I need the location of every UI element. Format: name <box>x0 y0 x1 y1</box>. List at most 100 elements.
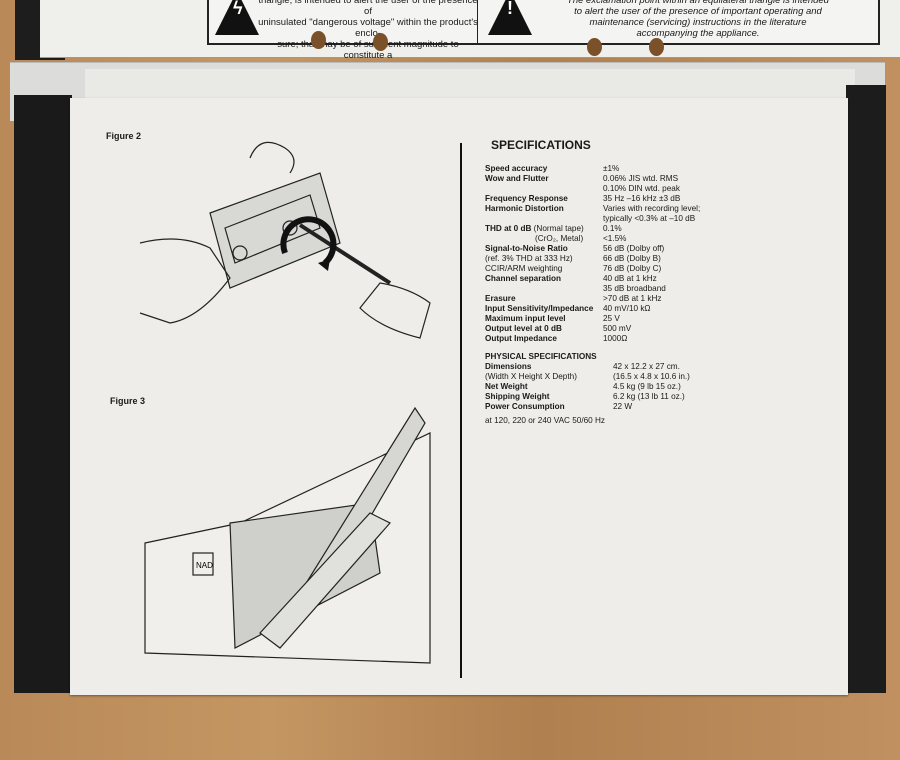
spec-row: Output level at 0 dB 500 mV <box>485 324 785 334</box>
figure-3-label: Figure 3 <box>110 396 146 406</box>
spec-label: Wow and Flutter <box>485 174 549 183</box>
spec-label: CCIR/ARM weighting <box>485 264 563 273</box>
spec-value: 6.2 kg (13 lb 11 oz.) <box>613 392 685 401</box>
spec-label <box>485 184 603 194</box>
warning-line: to alert the user of the presence of imp… <box>574 6 822 17</box>
spec-label-main: THD at 0 dB <box>485 224 532 233</box>
spec-label-note: (Normal tape) <box>531 224 584 233</box>
spec-label: Speed accuracy <box>485 164 548 173</box>
spec-label: THD at 0 dB (Normal tape) <box>485 224 603 234</box>
spec-value: >70 dB at 1 kHz <box>603 294 662 303</box>
spec-row: Maximum input level 25 V <box>485 314 785 324</box>
spec-value: 35 Hz –16 kHz ±3 dB <box>603 194 681 203</box>
spec-value: 22 W <box>613 402 633 411</box>
spec-value: 0.10% DIN wtd. peak <box>603 184 680 193</box>
spec-label: Power Consumption <box>485 402 565 411</box>
spec-label: Dimensions <box>485 362 532 371</box>
spec-label: Input Sensitivity/Impedance <box>485 304 594 313</box>
spec-row: Shipping Weight 6.2 kg (13 lb 11 oz.) <box>485 392 785 402</box>
spec-value: 35 dB broadband <box>603 284 666 293</box>
spec-label: Output level at 0 dB <box>485 324 562 333</box>
spec-value: 0.1% <box>603 224 622 233</box>
spec-label: Harmonic Distortion <box>485 204 564 213</box>
spec-value: (16.5 x 4.8 x 10.6 in.) <box>613 372 690 381</box>
specifications-title: SPECIFICATIONS <box>491 138 591 152</box>
spec-value: 76 dB (Dolby C) <box>603 264 662 273</box>
spec-row: Harmonic Distortion Varies with recording… <box>485 204 785 214</box>
spec-label: (CrO₂, Metal) <box>535 234 584 243</box>
spec-row: Erasure >70 dB at 1 kHz <box>485 294 785 304</box>
spec-label: Channel separation <box>485 274 561 283</box>
spec-row: Output Impedance 1000Ω <box>485 334 785 344</box>
spec-label: Output Impedance <box>485 334 557 343</box>
spec-label: Shipping Weight <box>485 392 550 401</box>
spec-row: (ref. 3% THD at 333 Hz) 66 dB (Dolby B) <box>485 254 785 264</box>
spec-row: 35 dB broadband <box>485 284 785 294</box>
warning-line: maintenance (servicing) instructions in … <box>589 17 807 28</box>
spec-row: Power Consumption 22 W <box>485 402 785 412</box>
spec-value: ±1% <box>603 164 620 173</box>
figure-2-cassette-rewind-illustration <box>139 141 431 339</box>
binder-band-right <box>846 85 886 693</box>
spec-value: 40 mV/10 kΩ <box>603 304 651 313</box>
physical-specifications-title: PHYSICAL SPECIFICATIONS <box>485 352 597 361</box>
spec-value: <1.5% <box>603 234 627 243</box>
electric-shock-warning: ϟ triangle, is intended to alert the use… <box>207 0 481 72</box>
warning-line: accompanying the appliance. <box>636 28 760 39</box>
figure-3-cassette-insert-illustration: NAD <box>144 406 431 664</box>
binder-hole <box>311 31 326 49</box>
warning-line: triangle, is intended to alert the user … <box>258 0 478 17</box>
spec-row: typically <0.3% at –10 dB <box>485 214 785 224</box>
spec-label: (Width X Height X Depth) <box>485 372 577 381</box>
spec-value: 42 x 12.2 x 27 cm. <box>613 362 680 371</box>
column-divider <box>460 143 462 678</box>
warning-line: The exclamation point within an equilate… <box>567 0 829 6</box>
spec-row: Dimensions 42 x 12.2 x 27 cm. <box>485 362 785 372</box>
spec-label: Erasure <box>485 294 516 303</box>
spec-row: Wow and Flutter 0.06% JIS wtd. RMS <box>485 174 785 184</box>
spec-value: typically <0.3% at –10 dB <box>603 214 696 223</box>
warning-text-right: The exclamation point within an equilate… <box>538 0 858 39</box>
maintenance-warning: ! The exclamation point within an equila… <box>477 0 880 45</box>
power-footnote: at 120, 220 or 240 VAC 50/60 Hz <box>485 416 606 425</box>
spec-row: Input Sensitivity/Impedance 40 mV/10 kΩ <box>485 304 785 314</box>
spec-value: 4.5 kg (9 lb 15 oz.) <box>613 382 681 391</box>
binder-hole <box>649 38 664 56</box>
spec-row: Speed accuracy ±1% <box>485 164 785 174</box>
binder-band-left <box>14 95 72 693</box>
spec-row: (Width X Height X Depth) (16.5 x 4.8 x 10… <box>485 372 785 382</box>
spec-row: CCIR/ARM weighting 76 dB (Dolby C) <box>485 264 785 274</box>
spec-value: Varies with recording level; <box>603 204 701 213</box>
manual-page: Figure 2 Figure 3 NAD SPECIFICATIONS Spe… <box>70 98 848 695</box>
binder-hole <box>587 38 602 56</box>
spec-value: 1000Ω <box>603 334 628 343</box>
binder-hole <box>373 33 388 51</box>
specifications-section: SPECIFICATIONS Speed accuracy±1%Wow and … <box>485 138 785 426</box>
spec-row: 0.10% DIN wtd. peak <box>485 184 785 194</box>
figure-2-label: Figure 2 <box>106 131 142 141</box>
spec-label: (ref. 3% THD at 333 Hz) <box>485 254 573 263</box>
spec-label: Maximum input level <box>485 314 566 323</box>
spec-value: 0.06% JIS wtd. RMS <box>603 174 679 183</box>
spec-value: 66 dB (Dolby B) <box>603 254 661 263</box>
spec-value: 40 dB at 1 kHz <box>603 274 657 283</box>
spec-label <box>485 214 603 224</box>
warning-sheet: ϟ triangle, is intended to alert the use… <box>40 0 900 72</box>
spec-row: Channel separation 40 dB at 1 kHz <box>485 274 785 284</box>
spec-label: Frequency Response <box>485 194 568 203</box>
spec-row: (CrO₂, Metal) <1.5% <box>485 234 785 244</box>
lightning-warning-icon: ϟ <box>215 0 259 35</box>
nad-logo: NAD <box>196 561 213 570</box>
spec-value: 25 V <box>603 314 620 323</box>
spec-row: Frequency Response 35 Hz –16 kHz ±3 dB <box>485 194 785 204</box>
warning-line: sure; that may be of sufficient magnitud… <box>277 39 459 61</box>
spec-label: Signal-to-Noise Ratio <box>485 244 568 253</box>
spec-row: THD at 0 dB (Normal tape)0.1% <box>485 224 785 234</box>
spec-row: Signal-to-Noise Ratio 56 dB (Dolby off) <box>485 244 785 254</box>
spec-value: 56 dB (Dolby off) <box>603 244 665 253</box>
spec-label <box>485 284 603 294</box>
spec-value: 500 mV <box>603 324 632 333</box>
warning-line: uninsulated "dangerous voltage" within t… <box>258 17 478 39</box>
exclamation-warning-icon: ! <box>488 0 532 35</box>
